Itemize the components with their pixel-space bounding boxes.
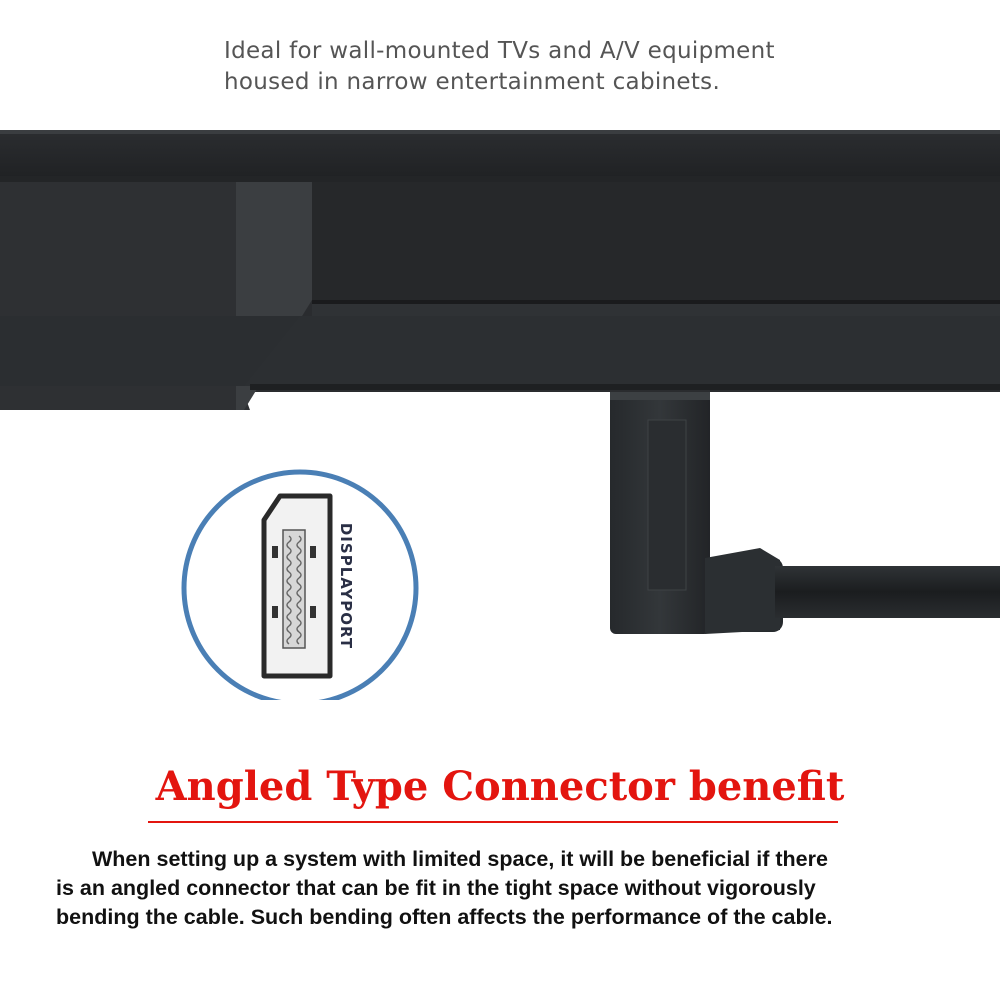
displayport-label-text: DISPLAYPORT: [337, 522, 355, 650]
tv-illustration: [0, 130, 1000, 700]
angled-connector: [610, 392, 783, 634]
title-underline: [148, 821, 838, 823]
displayport-inset: [181, 469, 419, 700]
cable: [775, 566, 1000, 618]
description-line-1: When setting up a system with limited sp…: [92, 847, 828, 871]
description-line-2: is an angled connector that can be fit i…: [56, 876, 816, 900]
tv-body: [0, 130, 1000, 410]
benefit-title: Angled Type Connector benefit: [155, 763, 845, 810]
caption: Ideal for wall-mounted TVs and A/V equip…: [224, 36, 864, 98]
caption-line-2: housed in narrow entertainment cabinets.: [224, 69, 721, 95]
description-line-3: bending the cable. Such bending often af…: [56, 905, 833, 929]
benefit-description: When setting up a system with limited sp…: [56, 845, 986, 932]
displayport-label: DISPLAYPORT: [316, 506, 376, 666]
caption-line-1: Ideal for wall-mounted TVs and A/V equip…: [224, 38, 775, 64]
